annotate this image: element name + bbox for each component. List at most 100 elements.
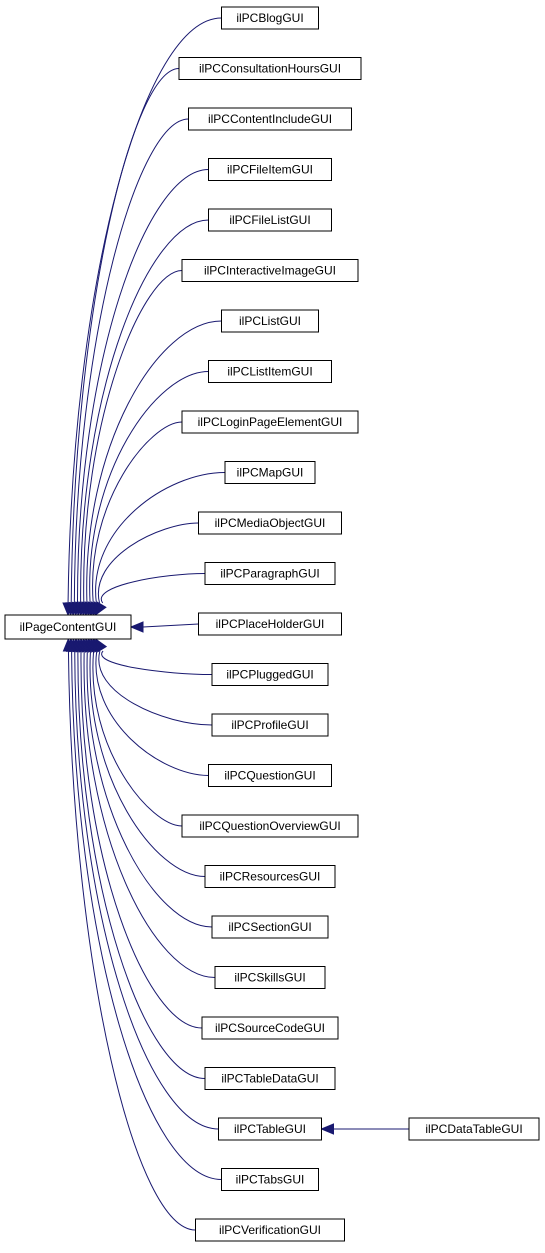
node-ilpctablegui-label: ilPCTableGUI bbox=[234, 1122, 306, 1136]
node-ilpcinteractiveimagegui-box bbox=[181, 259, 359, 282]
node-ilpcsourcecodegui-label: ilPCSourceCodeGUI bbox=[215, 1021, 325, 1035]
edge-ilpcplaceholdergui-to-ilpagecontentgui-line bbox=[142, 623, 199, 628]
node-ilpcsectiongui-box bbox=[211, 915, 329, 939]
node-ilpctablegui[interactable]: ilPCTableGUI bbox=[218, 1117, 322, 1141]
node-ilpclistgui-box bbox=[221, 309, 319, 333]
edge-ilpctabsgui-to-ilpagecontentgui-line bbox=[71, 650, 222, 1180]
edge-ilpclistgui-to-ilpagecontentgui-line bbox=[86, 320, 222, 604]
node-ilpcpluggedgui[interactable]: ilPCPluggedGUI bbox=[211, 663, 329, 686]
edge-ilpctablegui-to-ilpagecontentgui bbox=[69, 637, 219, 1130]
edge-ilpcplaceholdergui-to-ilpagecontentgui-arrowhead bbox=[129, 621, 144, 633]
node-ilpcquestiongui-label: ilPCQuestionGUI bbox=[224, 769, 315, 783]
node-ilpcverificationgui[interactable]: ilPCVerificationGUI bbox=[195, 1218, 345, 1242]
node-ilpcsourcecodegui-box bbox=[201, 1016, 339, 1040]
node-ilpcconsultationhoursgui-box bbox=[178, 57, 362, 80]
edge-ilpcparagraphgui-to-ilpagecontentgui-line bbox=[100, 573, 206, 604]
node-ilpcconsultationhoursgui[interactable]: ilPCConsultationHoursGUI bbox=[178, 57, 362, 80]
node-ilpcmapgui[interactable]: ilPCMapGUI bbox=[224, 461, 316, 484]
edge-ilpclistgui-to-ilpagecontentgui bbox=[81, 320, 222, 617]
edge-ilpcmediaobjectgui-to-ilpagecontentgui-line bbox=[97, 522, 199, 604]
edge-ilpctabledatagui-to-ilpagecontentgui-line bbox=[77, 650, 206, 1079]
edge-ilpcprofilegui-to-ilpagecontentgui bbox=[92, 637, 213, 726]
node-ilpcmapgui-box bbox=[224, 461, 316, 484]
node-ilpcpluggedgui-label: ilPCPluggedGUI bbox=[226, 668, 313, 682]
node-ilpcfilelistgui[interactable]: ilPCFileListGUI bbox=[208, 208, 332, 232]
node-ilpccontentincludegui[interactable]: ilPCContentIncludeGUI bbox=[188, 107, 352, 131]
node-ilpcfileitemgui[interactable]: ilPCFileItemGUI bbox=[208, 158, 332, 181]
node-ilpcinteractiveimagegui-label: ilPCInteractiveImageGUI bbox=[204, 264, 336, 278]
edge-ilpctablegui-to-ilpagecontentgui-line bbox=[74, 650, 219, 1130]
edge-ilpcparagraphgui-to-ilpagecontentgui bbox=[94, 573, 206, 617]
edge-ilpccontentincludegui-to-ilpagecontentgui-line bbox=[73, 118, 189, 604]
node-ilpcprofilegui[interactable]: ilPCProfileGUI bbox=[211, 713, 329, 737]
edge-ilpcsectiongui-to-ilpagecontentgui-line bbox=[86, 650, 213, 928]
edge-ilpcverificationgui-to-ilpagecontentgui bbox=[62, 637, 196, 1231]
node-ilpcparagraphgui-label: ilPCParagraphGUI bbox=[220, 567, 319, 581]
edge-ilpcquestiongui-to-ilpagecontentgui-line bbox=[95, 650, 209, 776]
node-ilpcbloggui[interactable]: ilPCBlogGUI bbox=[221, 6, 319, 30]
node-ilpctabledatagui-box bbox=[204, 1067, 336, 1090]
node-ilpcskillsgui-label: ilPCSkillsGUI bbox=[234, 971, 305, 985]
node-ilpcdatatablegui[interactable]: ilPCDataTableGUI bbox=[408, 1117, 540, 1141]
edge-ilpcprofilegui-to-ilpagecontentgui-line bbox=[98, 650, 213, 726]
edge-ilpcloginpageelementgui-to-ilpagecontentgui-line bbox=[92, 421, 183, 604]
node-ilpcloginpageelementgui-label: ilPCLoginPageElementGUI bbox=[198, 415, 343, 429]
node-ilpcskillsgui[interactable]: ilPCSkillsGUI bbox=[214, 966, 326, 989]
node-ilpagecontentgui[interactable]: ilPageContentGUI bbox=[4, 614, 132, 640]
node-ilpcsectiongui-label: ilPCSectionGUI bbox=[228, 920, 311, 934]
node-ilpcmapgui-label: ilPCMapGUI bbox=[237, 466, 304, 480]
node-ilpcbloggui-box bbox=[221, 6, 319, 30]
node-ilpcsourcecodegui[interactable]: ilPCSourceCodeGUI bbox=[201, 1016, 339, 1040]
edge-ilpcparagraphgui-to-ilpagecontentgui-arrowhead bbox=[94, 601, 107, 617]
node-ilpcplaceholdergui[interactable]: ilPCPlaceHolderGUI bbox=[198, 612, 342, 636]
edge-ilpcfileitemgui-to-ilpagecontentgui-line bbox=[76, 169, 209, 604]
edges-layer bbox=[62, 17, 409, 1231]
node-ilpcdatatablegui-box bbox=[408, 1117, 540, 1141]
edge-ilpcmediaobjectgui-to-ilpagecontentgui bbox=[92, 522, 199, 617]
node-ilpcsectiongui[interactable]: ilPCSectionGUI bbox=[211, 915, 329, 939]
node-ilpclistgui[interactable]: ilPCListGUI bbox=[221, 309, 319, 333]
node-ilpcverificationgui-label: ilPCVerificationGUI bbox=[219, 1223, 321, 1237]
node-ilpclistitemgui[interactable]: ilPCListItemGUI bbox=[208, 360, 332, 383]
node-ilpcquestionoverviewgui-label: ilPCQuestionOverviewGUI bbox=[199, 819, 340, 833]
edge-ilpcverificationgui-to-ilpagecontentgui-arrowhead bbox=[62, 637, 75, 652]
edge-ilpcresourcesgui-to-ilpagecontentgui bbox=[84, 637, 206, 877]
edge-ilpcloginpageelementgui-to-ilpagecontentgui bbox=[87, 421, 183, 617]
node-ilpctabsgui[interactable]: ilPCTabsGUI bbox=[221, 1168, 319, 1191]
node-ilpcfilelistgui-label: ilPCFileListGUI bbox=[229, 213, 310, 227]
edge-ilpcdatatablegui-to-ilpctablegui-arrowhead bbox=[320, 1123, 334, 1135]
node-ilpcquestionoverviewgui[interactable]: ilPCQuestionOverviewGUI bbox=[181, 814, 359, 838]
edge-ilpcskillsgui-to-ilpagecontentgui-line bbox=[83, 650, 216, 978]
node-ilpcfilelistgui-box bbox=[208, 208, 332, 232]
node-ilpcresourcesgui[interactable]: ilPCResourcesGUI bbox=[204, 865, 336, 888]
edge-ilpccontentincludegui-to-ilpagecontentgui bbox=[68, 118, 189, 617]
node-ilpcmediaobjectgui-box bbox=[198, 511, 342, 535]
node-ilpctabledatagui[interactable]: ilPCTableDataGUI bbox=[204, 1067, 336, 1090]
node-ilpcquestiongui-box bbox=[208, 764, 332, 787]
edge-ilpcsectiongui-to-ilpagecontentgui bbox=[81, 637, 213, 928]
node-ilpcmediaobjectgui-label: ilPCMediaObjectGUI bbox=[215, 516, 326, 530]
node-ilpagecontentgui-box bbox=[4, 614, 132, 640]
edge-ilpcquestionoverviewgui-to-ilpagecontentgui bbox=[87, 637, 183, 827]
node-ilpcprofilegui-label: ilPCProfileGUI bbox=[231, 718, 308, 732]
node-ilpcquestiongui[interactable]: ilPCQuestionGUI bbox=[208, 764, 332, 787]
node-ilpcmediaobjectgui[interactable]: ilPCMediaObjectGUI bbox=[198, 511, 342, 535]
node-ilpcquestionoverviewgui-box bbox=[181, 814, 359, 838]
node-ilpcbloggui-label: ilPCBlogGUI bbox=[236, 11, 303, 25]
node-ilpcplaceholdergui-box bbox=[198, 612, 342, 636]
edge-ilpcverificationgui-to-ilpagecontentgui-line bbox=[67, 650, 196, 1231]
node-ilpctabsgui-box bbox=[221, 1168, 319, 1191]
edge-ilpcplaceholdergui-to-ilpagecontentgui bbox=[129, 621, 199, 633]
edge-ilpcmapgui-to-ilpagecontentgui-line bbox=[95, 472, 226, 604]
node-ilpcparagraphgui[interactable]: ilPCParagraphGUI bbox=[204, 562, 336, 585]
node-ilpclistitemgui-box bbox=[208, 360, 332, 383]
node-ilpclistgui-label: ilPCListGUI bbox=[239, 314, 301, 328]
node-ilpcparagraphgui-box bbox=[204, 562, 336, 585]
node-ilpcinteractiveimagegui[interactable]: ilPCInteractiveImageGUI bbox=[181, 259, 359, 282]
edge-ilpcconsultationhoursgui-to-ilpagecontentgui-line bbox=[70, 68, 180, 604]
nodes-layer: ilPageContentGUI ilPCBlogGUI ilPCConsultat… bbox=[4, 6, 540, 1242]
node-ilpctabsgui-label: ilPCTabsGUI bbox=[236, 1173, 305, 1187]
edge-ilpcquestionoverviewgui-to-ilpagecontentgui-line bbox=[92, 650, 183, 827]
node-ilpcloginpageelementgui[interactable]: ilPCLoginPageElementGUI bbox=[181, 410, 359, 434]
node-ilpcskillsgui-box bbox=[214, 966, 326, 989]
